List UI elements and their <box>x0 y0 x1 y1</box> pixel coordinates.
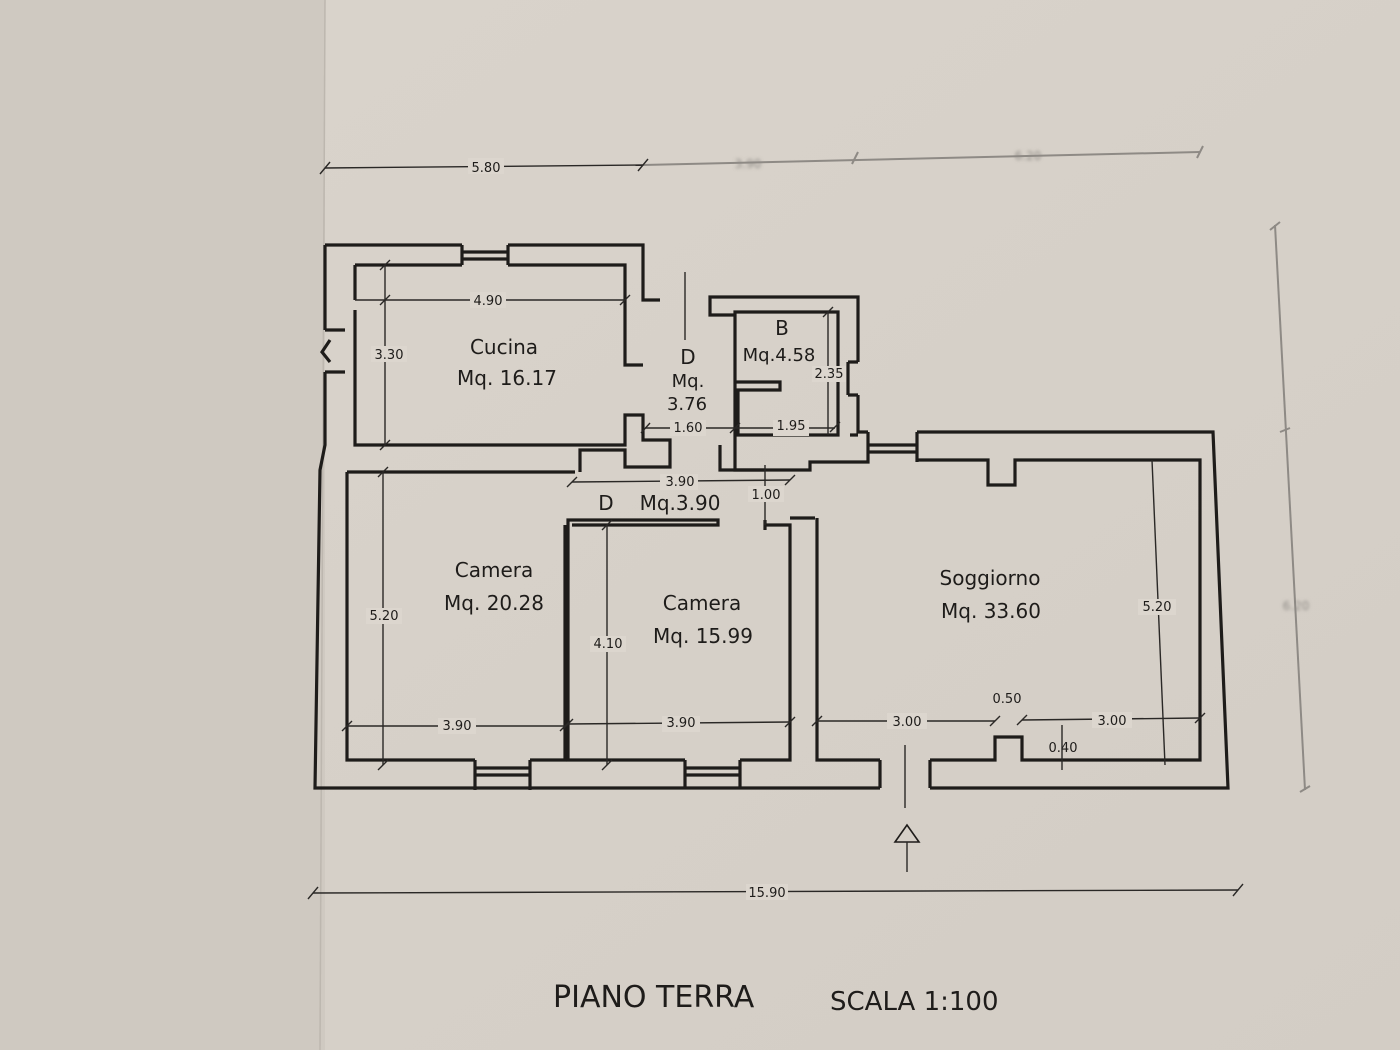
walls <box>313 243 1230 790</box>
room-camera2-name: Camera <box>663 591 742 615</box>
room-bagno-area: Mq.4.58 <box>743 345 816 366</box>
dim-cucina-width: 4.90 <box>474 294 503 309</box>
plan-title: PIANO TERRA <box>553 980 755 1015</box>
room-d2-area: Mq.3.90 <box>640 491 721 515</box>
dim-camera1-height: 5.20 <box>370 609 399 624</box>
room-camera2-area: Mq. 15.99 <box>653 624 753 648</box>
dim-soggiorno-left: 3.00 <box>893 715 922 730</box>
dim-soggiorno-right: 3.00 <box>1098 714 1127 729</box>
room-camera1-name: Camera <box>455 558 534 582</box>
dim-top-1: 5.80 <box>472 161 501 176</box>
paper-fold-shadow <box>0 0 325 1050</box>
dim-bagno-width: 1.95 <box>777 419 806 434</box>
room-labels: Cucina Mq. 16.17 D Mq. 3.76 B Mq.4.58 D … <box>444 316 1041 648</box>
room-d1-area-label: Mq. <box>672 371 705 392</box>
dim-d1-width: 1.60 <box>674 421 703 436</box>
room-cucina-name: Cucina <box>470 335 538 359</box>
dim-cucina-height: 3.30 <box>375 348 404 363</box>
room-d2-name: D <box>598 491 613 515</box>
dim-d2-width: 3.90 <box>666 475 695 490</box>
room-soggiorno-area: Mq. 33.60 <box>941 599 1041 623</box>
dim-top-2: 3.90 <box>735 157 762 171</box>
room-cucina-area: Mq. 16.17 <box>457 366 557 390</box>
plan-scale: SCALA 1:100 <box>830 987 999 1017</box>
entrance-arrow-icon <box>893 745 921 872</box>
top-dimension-line: 5.80 3.90 6.20 <box>319 145 1204 176</box>
dim-pillar-depth: 0.40 <box>1049 741 1078 756</box>
dim-bagno-height: 2.35 <box>815 367 844 382</box>
dim-soggiorno-pillar: 0.50 <box>993 692 1022 707</box>
dim-right-total: 6.20 <box>1283 599 1310 613</box>
dim-camera1-width: 3.90 <box>443 719 472 734</box>
dim-door-opening: 1.00 <box>752 488 781 503</box>
dim-camera2-height: 4.10 <box>594 637 623 652</box>
right-dimension-line: 6.20 <box>1269 221 1311 793</box>
paper-fold-line <box>319 0 326 1050</box>
room-soggiorno-name: Soggiorno <box>940 566 1041 590</box>
dim-bottom-total: 15.90 <box>748 886 785 901</box>
room-camera1-area: Mq. 20.28 <box>444 591 544 615</box>
dim-camera2-width: 3.90 <box>667 716 696 731</box>
room-bagno-name: B <box>775 316 789 340</box>
room-d1-name: D <box>680 345 695 369</box>
dim-top-3: 6.20 <box>1015 149 1042 163</box>
room-d1-area: 3.76 <box>667 394 707 415</box>
dim-soggiorno-height: 5.20 <box>1143 600 1172 615</box>
dimension-labels: 4.90 3.30 1.60 1.95 2.35 3.90 1.00 5.20 … <box>366 292 1176 901</box>
